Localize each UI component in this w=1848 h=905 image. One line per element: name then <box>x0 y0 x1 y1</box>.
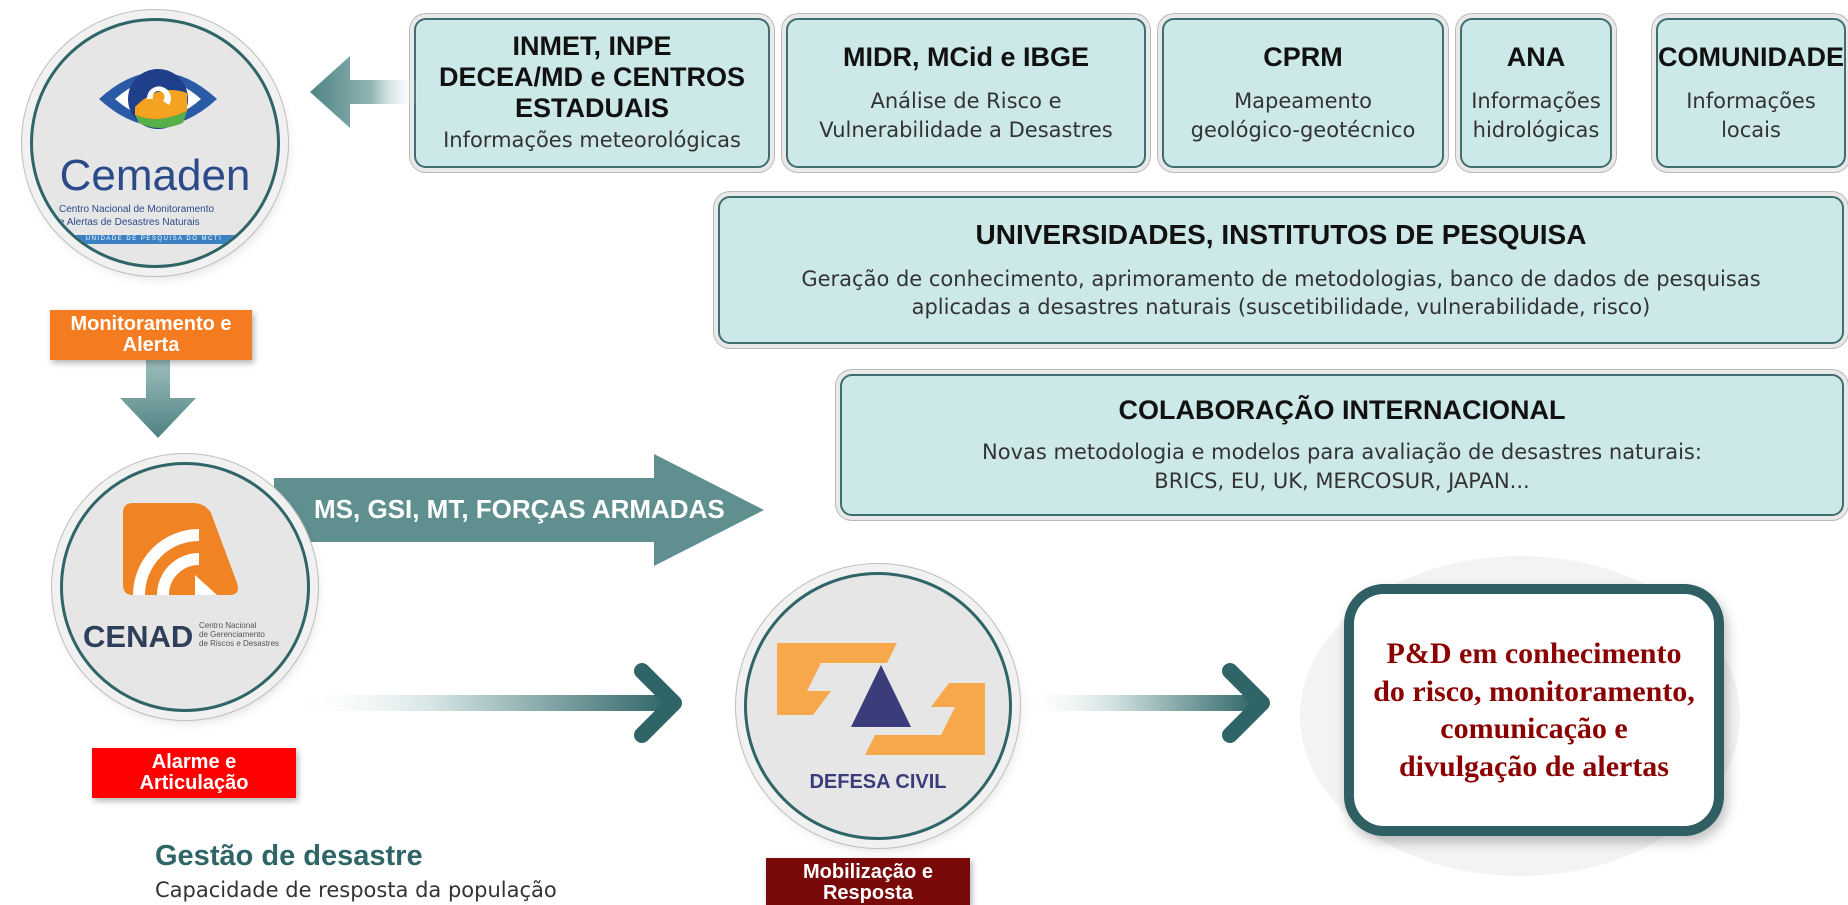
pd-box-text: P&D em conhecimento do risco, monitorame… <box>1373 637 1695 783</box>
arrow-forcas-armadas <box>274 454 764 566</box>
cenad-logo-circle: CENAD Centro Nacional de Gerenciamento d… <box>60 462 310 712</box>
cemaden-eye-icon <box>99 69 217 129</box>
agency-title: ANA <box>1506 42 1566 73</box>
cemaden-logo-circle: Cemaden Centro Nacional de Monitoramento… <box>30 18 280 268</box>
agency-text: Informações meteorológicas <box>443 128 741 153</box>
agency-text: Análise de Risco e Vulnerabilidade a Des… <box>819 89 1113 142</box>
international-title: COLABORAÇÃO INTERNACIONAL <box>1118 395 1566 426</box>
agency-panel-comunidade: COMUNIDADE Informações locais <box>1656 18 1846 168</box>
agency-title: COMUNIDADE <box>1658 42 1844 73</box>
universities-text: Geração de conhecimento, aprimoramento d… <box>801 266 1761 319</box>
cenad-signal-icon <box>123 503 238 596</box>
tag-alarme: Alarme e Articulação <box>92 748 296 798</box>
agency-panel-midr: MIDR, MCid e IBGE Análise de Risco e Vul… <box>786 18 1146 168</box>
defesa-civil-name: DEFESA CIVIL <box>809 771 947 793</box>
cenad-subtitle: Centro Nacional de Gerenciamento de Risc… <box>199 621 280 649</box>
arrow-to-cemaden <box>310 56 420 128</box>
agency-title: CPRM <box>1263 42 1343 73</box>
cenad-name: CENAD <box>83 619 194 654</box>
defesa-civil-emblem-icon <box>777 643 985 755</box>
defesa-civil-logo-circle: DEFESA CIVIL <box>744 572 1012 840</box>
gestao-text: Capacidade de resposta da população <box>155 878 557 902</box>
gestao-title: Gestão de desastre <box>155 840 423 872</box>
agency-text: Mapeamento geológico-geotécnico <box>1190 89 1416 142</box>
universities-panel: UNIVERSIDADES, INSTITUTOS DE PESQUISA Ge… <box>718 196 1844 344</box>
arrow-defesa-to-pd <box>1020 663 1270 743</box>
cemaden-name: Cemaden <box>59 151 251 200</box>
agency-panel-cprm: CPRM Mapeamento geológico-geotécnico <box>1162 18 1444 168</box>
arrow-forcas-armadas-label: MS, GSI, MT, FORÇAS ARMADAS <box>314 494 725 524</box>
international-panel: COLABORAÇÃO INTERNACIONAL Novas metodolo… <box>840 374 1844 516</box>
agency-text: Informações locais <box>1686 89 1816 142</box>
agency-title: INMET, INPE DECEA/MD e CENTROS ESTADUAIS <box>438 31 746 124</box>
agency-panel-ana: ANA Informações hidrológicas <box>1460 18 1612 168</box>
pd-box: P&D em conhecimento do risco, monitorame… <box>1344 584 1724 836</box>
tag-mobilizacao: Mobilização e Resposta <box>766 858 970 905</box>
international-text: Novas metodologia e modelos para avaliaç… <box>982 440 1702 493</box>
cemaden-subtitle: Centro Nacional de Monitoramento e Alert… <box>59 204 215 228</box>
arrow-cenad-to-defesa <box>290 663 682 743</box>
agency-panel-inmet: INMET, INPE DECEA/MD e CENTROS ESTADUAIS… <box>414 18 770 168</box>
agency-title: MIDR, MCid e IBGE <box>842 42 1089 73</box>
universities-title: UNIVERSIDADES, INSTITUTOS DE PESQUISA <box>975 218 1587 250</box>
agency-text: Informações hidrológicas <box>1471 89 1601 142</box>
tag-monitoramento: Monitoramento e Alerta <box>50 310 252 360</box>
cemaden-band: UNIDADE DE PESQUISA DO MCTI <box>59 235 249 244</box>
arrow-down-monitoramento <box>120 358 196 438</box>
